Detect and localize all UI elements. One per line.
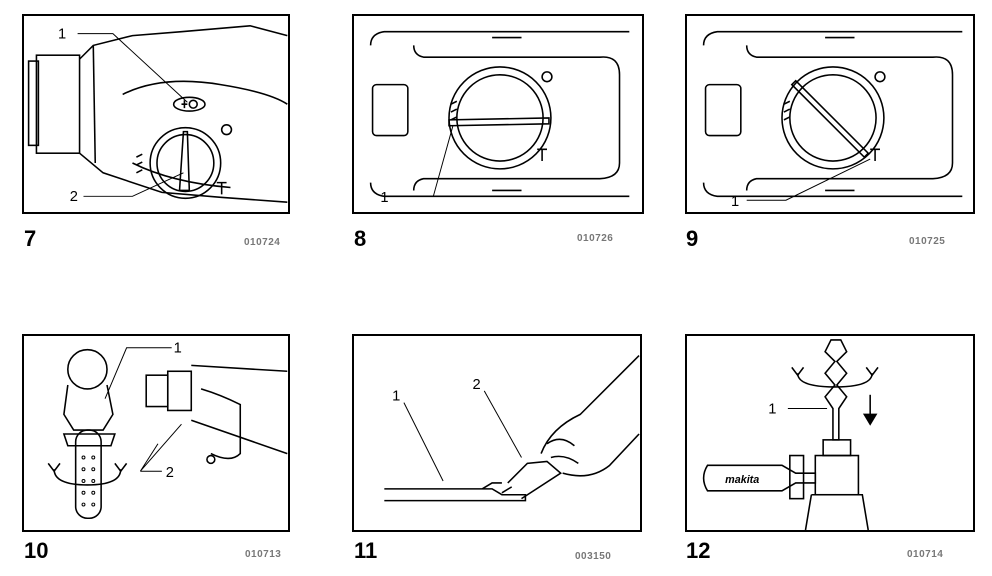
grease-application-drawing: 1 2	[384, 355, 640, 502]
figure-8-illustration: 1	[352, 14, 644, 214]
bit-insertion-drawing: makita 1	[702, 339, 879, 530]
figure-7-callout-2: 2	[70, 189, 78, 205]
figure-10-code: 010713	[245, 549, 282, 560]
grip-brand-label: makita	[725, 474, 759, 486]
figure-8-code: 010726	[577, 233, 614, 244]
figure-11-callout-2: 2	[473, 377, 481, 393]
figure-7-illustration: 1 2	[22, 14, 290, 214]
drill-mode-selector-drawing: 1 2	[27, 25, 288, 205]
figure-8-number: 8	[354, 226, 367, 251]
figure-7-callout-1: 1	[58, 27, 66, 43]
figure-10-number: 10	[24, 538, 49, 563]
figure-10-illustration: 1 2	[22, 334, 290, 532]
figure-10-callout-2: 2	[166, 465, 174, 481]
selector-dial-rotation-mode-drawing: 1	[702, 30, 963, 210]
figure-9-code: 010725	[909, 236, 946, 247]
side-grip-installation-drawing: 1 2	[47, 341, 288, 520]
figure-9-illustration: 1	[685, 14, 975, 214]
figure-9-callout-1: 1	[731, 194, 739, 210]
figure-12-number: 12	[686, 538, 711, 563]
figure-12-callout-1: 1	[768, 401, 776, 417]
figure-7-number: 7	[24, 226, 37, 251]
figure-9-number: 9	[686, 226, 699, 251]
figure-11-illustration: 1 2	[352, 334, 642, 532]
figure-12-illustration: makita 1	[685, 334, 975, 532]
figure-11-callout-1: 1	[392, 389, 400, 405]
figure-7-code: 010724	[244, 237, 281, 248]
figure-10-callout-1: 1	[174, 341, 182, 357]
figure-12-code: 010714	[907, 549, 944, 560]
figure-8-callout-1: 1	[380, 190, 388, 206]
figure-11-number: 11	[354, 538, 378, 563]
selector-dial-hammer-mode-drawing: 1	[369, 30, 630, 206]
figure-11-code: 003150	[575, 551, 612, 562]
